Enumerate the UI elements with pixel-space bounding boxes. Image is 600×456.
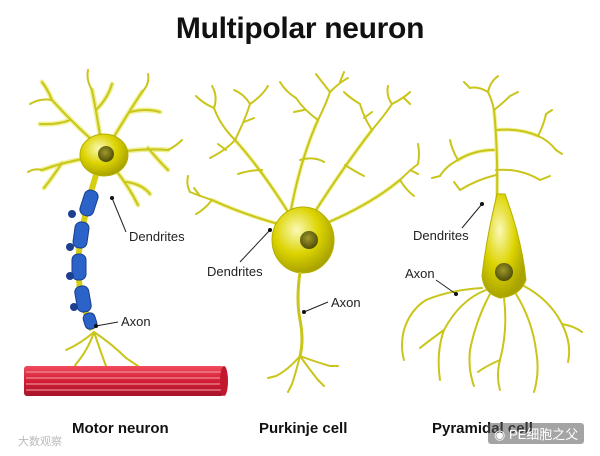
label-dendrites-motor: Dendrites bbox=[129, 229, 185, 244]
caption-motor-neuron: Motor neuron bbox=[72, 420, 169, 437]
motor-neuron bbox=[24, 69, 228, 396]
label-axon-purkinje: Axon bbox=[331, 295, 361, 310]
label-axon-pyramidal: Axon bbox=[405, 266, 435, 281]
label-dendrites-purkinje: Dendrites bbox=[207, 264, 263, 279]
wechat-icon: ◉ bbox=[494, 427, 506, 442]
pyramidal-cell bbox=[401, 75, 583, 393]
purkinje-cell bbox=[186, 71, 420, 393]
caption-purkinje-cell: Purkinje cell bbox=[259, 420, 348, 437]
label-axon-motor: Axon bbox=[121, 314, 151, 329]
watermark-right-text: PE细胞之父 bbox=[508, 427, 579, 442]
watermark-right: ◉ PE细胞之父 bbox=[488, 423, 585, 444]
diagram-title: Multipolar neuron bbox=[175, 12, 425, 45]
label-dendrites-pyramidal: Dendrites bbox=[413, 228, 469, 243]
watermark-left: 大数观察 bbox=[18, 436, 62, 448]
